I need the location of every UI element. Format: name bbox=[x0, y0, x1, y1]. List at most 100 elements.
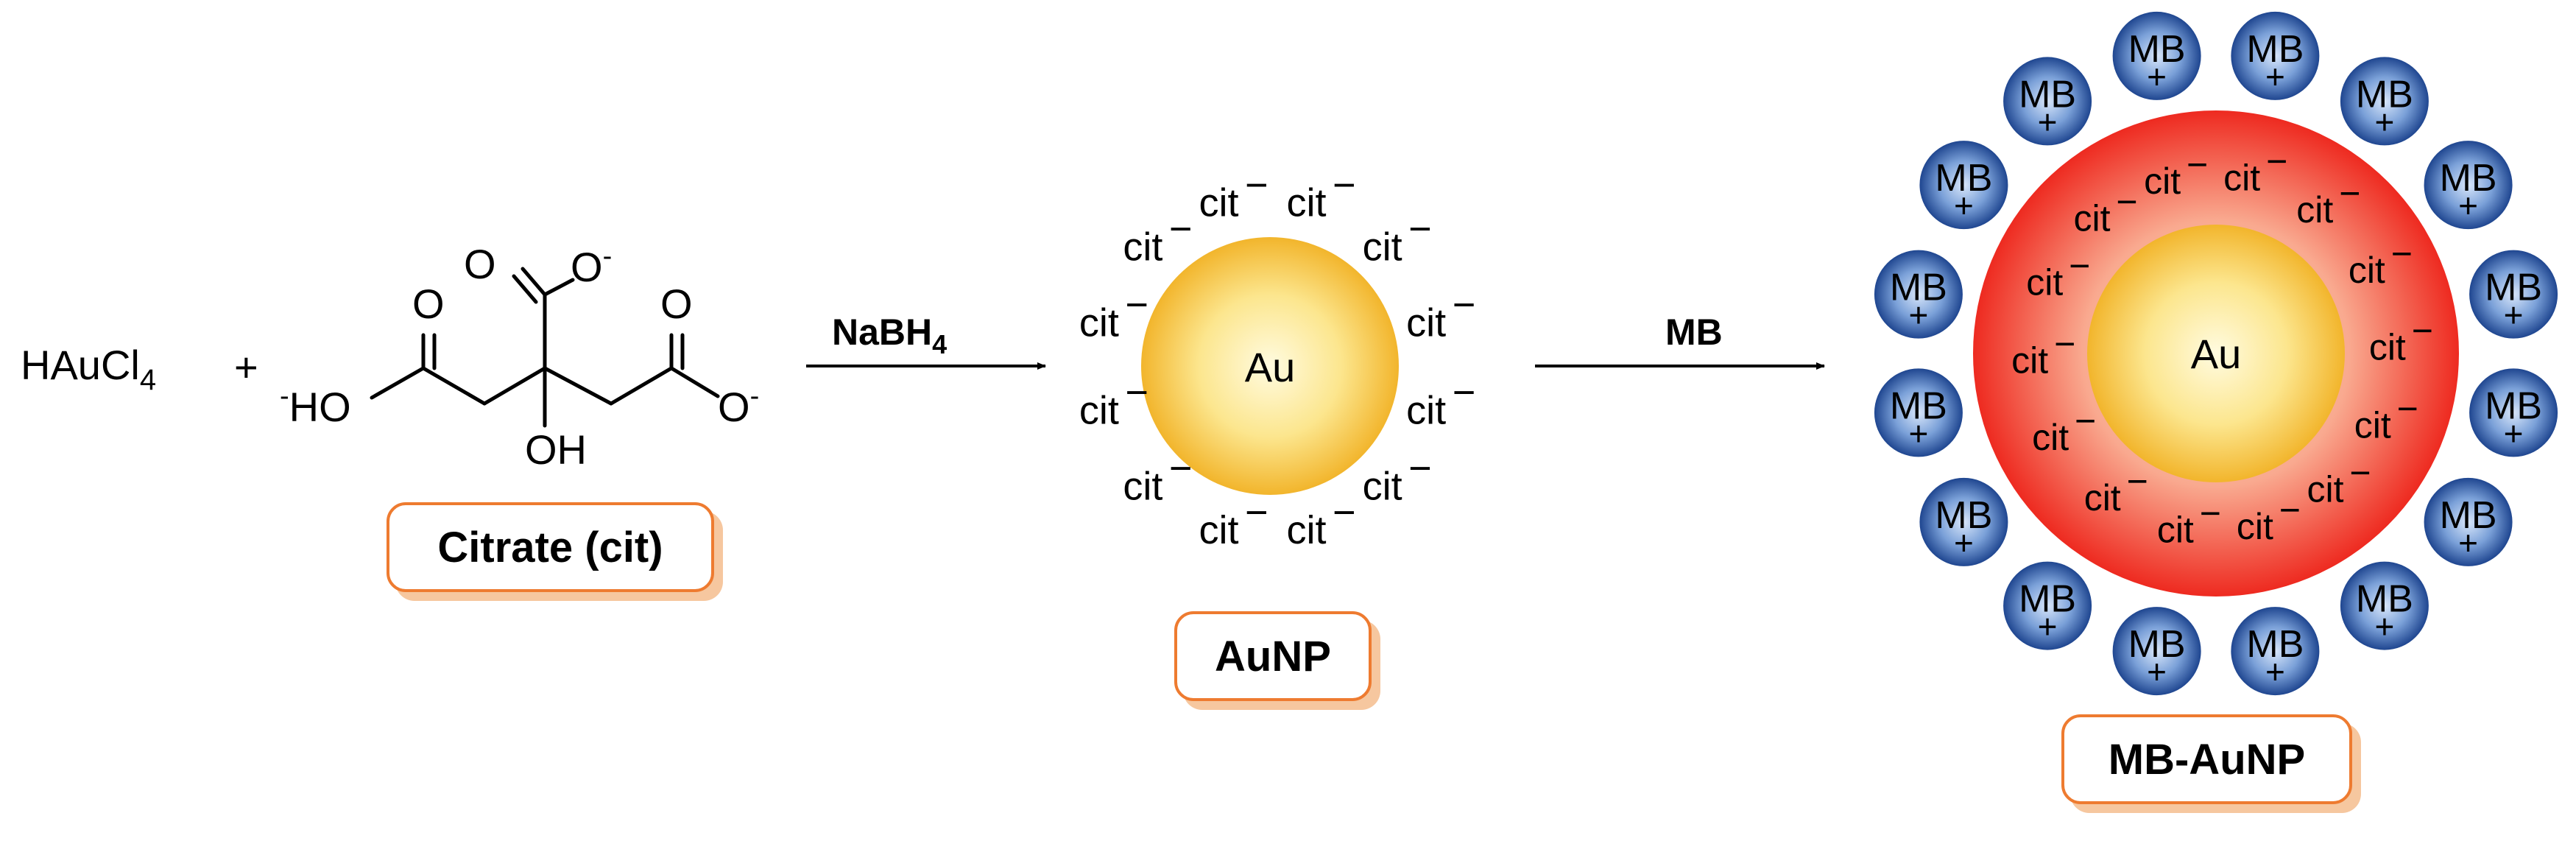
negative-charge: − bbox=[1453, 283, 1476, 327]
plus-sign: + bbox=[234, 344, 258, 390]
cit-label: cit bbox=[2157, 509, 2194, 550]
mb-sphere bbox=[2469, 250, 2558, 339]
mb-sphere bbox=[2231, 607, 2320, 696]
negative-charge: − bbox=[1333, 163, 1356, 207]
positive-charge: + bbox=[2038, 102, 2058, 141]
mb-label: MB bbox=[2485, 384, 2542, 427]
citrate-structure bbox=[370, 267, 720, 428]
negative-charge: − bbox=[1333, 490, 1356, 535]
mb-dye: MB+ bbox=[1874, 368, 1963, 457]
mb-label: MB bbox=[2440, 494, 2497, 537]
mb-sphere bbox=[2340, 561, 2429, 650]
cit-label: cit bbox=[2026, 261, 2063, 303]
bond bbox=[669, 366, 720, 398]
positive-charge: + bbox=[2374, 608, 2394, 646]
mb-sphere bbox=[1874, 368, 1963, 457]
bond bbox=[482, 366, 547, 406]
mb-dye: MB+ bbox=[2469, 368, 2558, 457]
mb-dye: MB+ bbox=[2112, 11, 2201, 100]
mb-dye: MB+ bbox=[2231, 11, 2320, 100]
negative-charge: − bbox=[1125, 370, 1148, 415]
mb-dye: MB+ bbox=[1919, 477, 2008, 566]
negative-charge: − bbox=[2266, 141, 2287, 182]
cit-label: cit bbox=[1287, 508, 1327, 552]
mb-sphere bbox=[2112, 607, 2201, 696]
mb-label: MB bbox=[2128, 28, 2186, 71]
negative-charge: − bbox=[2200, 493, 2221, 534]
mb-sphere bbox=[2340, 57, 2429, 146]
reagent-nabh4: NaBH4 bbox=[832, 312, 947, 359]
positive-charge: + bbox=[2265, 57, 2285, 96]
mb-label: MB bbox=[2246, 623, 2304, 666]
cit-label: cit bbox=[1406, 388, 1446, 432]
cit-label: cit bbox=[1363, 225, 1402, 269]
citrate-label: Citrate (cit) bbox=[387, 502, 714, 592]
mb-sphere bbox=[1919, 477, 2008, 566]
cit-label: cit bbox=[2237, 506, 2273, 547]
mb-sphere bbox=[2003, 561, 2092, 650]
negative-charge: − bbox=[1408, 446, 1432, 490]
mb-sphere bbox=[1919, 141, 2008, 230]
mb-dye: MB+ bbox=[2231, 607, 2320, 696]
cit-label: cit bbox=[1406, 300, 1446, 345]
negative-charge: − bbox=[1408, 207, 1432, 251]
mb-dye: MB+ bbox=[2424, 477, 2513, 566]
cit-label: cit bbox=[1079, 388, 1119, 432]
mb-dye: MB+ bbox=[2424, 141, 2513, 230]
atom-o-minus: O- bbox=[571, 241, 612, 290]
mb-label: MB bbox=[2485, 267, 2542, 309]
positive-charge: + bbox=[2458, 524, 2478, 562]
cit-label: cit bbox=[1287, 181, 1327, 225]
reaction-arrow-1: NaBH4 bbox=[806, 312, 1046, 370]
citrate-ligands: cit−cit−cit−cit−cit−cit−cit−cit−cit−cit−… bbox=[1079, 163, 1475, 552]
positive-charge: + bbox=[2147, 652, 2167, 691]
cit-label: cit bbox=[2144, 161, 2181, 202]
mb-aunp-particle: Au cit−cit−cit−cit−cit−cit−cit−cit−cit−c… bbox=[1874, 11, 2558, 696]
mb-label: MB bbox=[1890, 384, 1947, 427]
gold-core bbox=[1141, 237, 1399, 495]
bond bbox=[512, 274, 538, 304]
positive-charge: + bbox=[1908, 414, 1928, 452]
atom-ho: -HO bbox=[280, 381, 351, 430]
cit-label: cit bbox=[1079, 300, 1119, 345]
negative-charge: − bbox=[1125, 283, 1148, 327]
positive-charge: + bbox=[2374, 102, 2394, 141]
bond bbox=[543, 366, 613, 406]
negative-charge: − bbox=[2054, 323, 2075, 365]
mb-dye: MB+ bbox=[2340, 57, 2429, 146]
negative-charge: − bbox=[1453, 370, 1476, 415]
mb-sphere bbox=[2112, 11, 2201, 100]
cit-label: cit bbox=[2084, 477, 2121, 518]
cit-label: cit bbox=[1199, 508, 1238, 552]
mb-label: MB bbox=[2440, 157, 2497, 200]
negative-charge: − bbox=[1169, 446, 1193, 490]
mb-label: MB bbox=[2019, 578, 2076, 621]
mb-sphere bbox=[2003, 57, 2092, 146]
negative-charge: − bbox=[1169, 207, 1193, 251]
atom-o: O bbox=[464, 241, 496, 287]
mb-dye: MB+ bbox=[2003, 57, 2092, 146]
negative-charge: − bbox=[2391, 233, 2413, 274]
cit-label: cit bbox=[2073, 197, 2110, 239]
positive-charge: + bbox=[2504, 296, 2524, 334]
cit-label: cit bbox=[2349, 250, 2385, 291]
core-label: Au bbox=[2191, 331, 2242, 377]
negative-charge: − bbox=[2127, 461, 2148, 502]
reactant-formula: HAuCl4 bbox=[21, 342, 156, 396]
mb-dye: MB+ bbox=[2112, 607, 2201, 696]
mb-label: MB bbox=[2246, 28, 2304, 71]
mb-sphere bbox=[2424, 141, 2513, 230]
negative-charge: − bbox=[1245, 490, 1268, 535]
negative-charge: − bbox=[2075, 401, 2096, 442]
cit-label: cit bbox=[2307, 469, 2344, 510]
mb-sphere bbox=[2469, 368, 2558, 457]
cit-label: cit bbox=[1199, 181, 1238, 225]
positive-charge: + bbox=[2504, 414, 2524, 452]
negative-charge: − bbox=[1245, 163, 1268, 207]
mb-dye: MB+ bbox=[1919, 141, 2008, 230]
cit-label: cit bbox=[2296, 189, 2333, 231]
mb-sphere bbox=[1874, 250, 1963, 339]
reagent-mb: MB bbox=[1665, 312, 1723, 353]
core-label: Au bbox=[1245, 344, 1296, 390]
